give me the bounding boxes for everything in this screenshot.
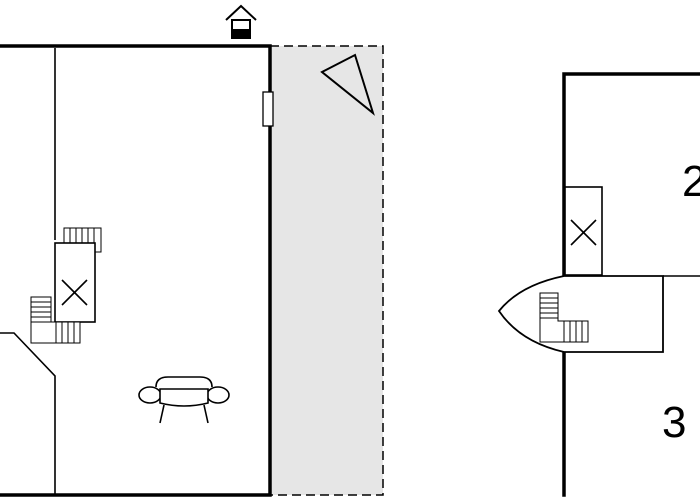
north-arrow-icon [320,53,375,116]
left-floor [0,4,384,497]
house-entrance-icon [225,4,257,39]
room-label-3: 3 [662,398,686,447]
void-cross-icon [564,186,603,276]
room-label-2: 2 [682,157,700,206]
right-outer-wall [562,72,700,497]
left-diagonal-wall [0,332,56,495]
left-outer-wall [0,44,272,497]
sofa-icon [138,376,230,424]
terrace-area [269,45,384,496]
void-cross-icon [54,242,96,323]
stairs-icon [30,296,81,344]
stairs-icon [539,292,589,343]
door [262,91,274,127]
right-floor: 2 3 [497,72,700,497]
